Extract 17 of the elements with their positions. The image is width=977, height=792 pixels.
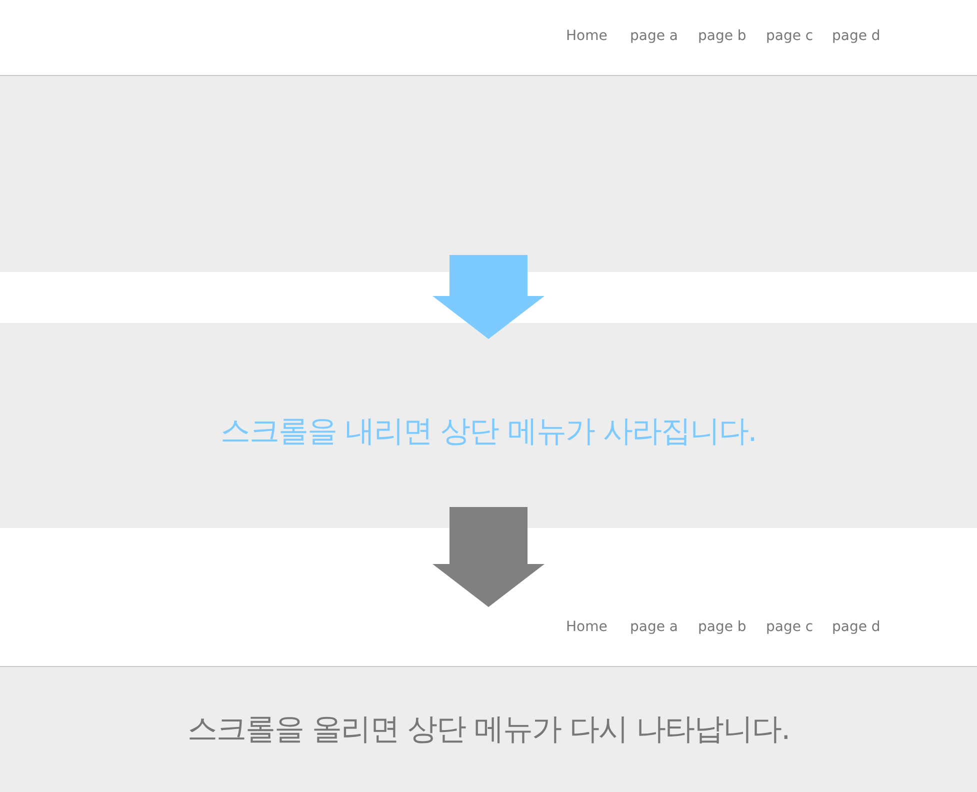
content-band [0, 323, 977, 528]
nav-link: page a [630, 28, 678, 44]
nav-link: Home [566, 619, 608, 635]
nav-link: page a [630, 619, 678, 635]
nav-link: page b [698, 619, 746, 635]
arrow [432, 255, 544, 339]
nav-link: page c [766, 619, 814, 635]
content-band [0, 667, 977, 792]
nav-link: page d [832, 28, 880, 44]
message-text: 스크롤을 올리면 상단 메뉴가 다시 나타납니다. [186, 711, 791, 749]
nav-link: Home [566, 28, 608, 44]
arrow [432, 507, 544, 607]
nav-link: page c [766, 28, 814, 44]
nav-link: page b [698, 28, 746, 44]
empty-band [0, 76, 977, 272]
message-text: 스크롤을 내리면 상단 메뉴가 사라집니다. [220, 413, 758, 451]
nav-link: page d [832, 619, 880, 635]
